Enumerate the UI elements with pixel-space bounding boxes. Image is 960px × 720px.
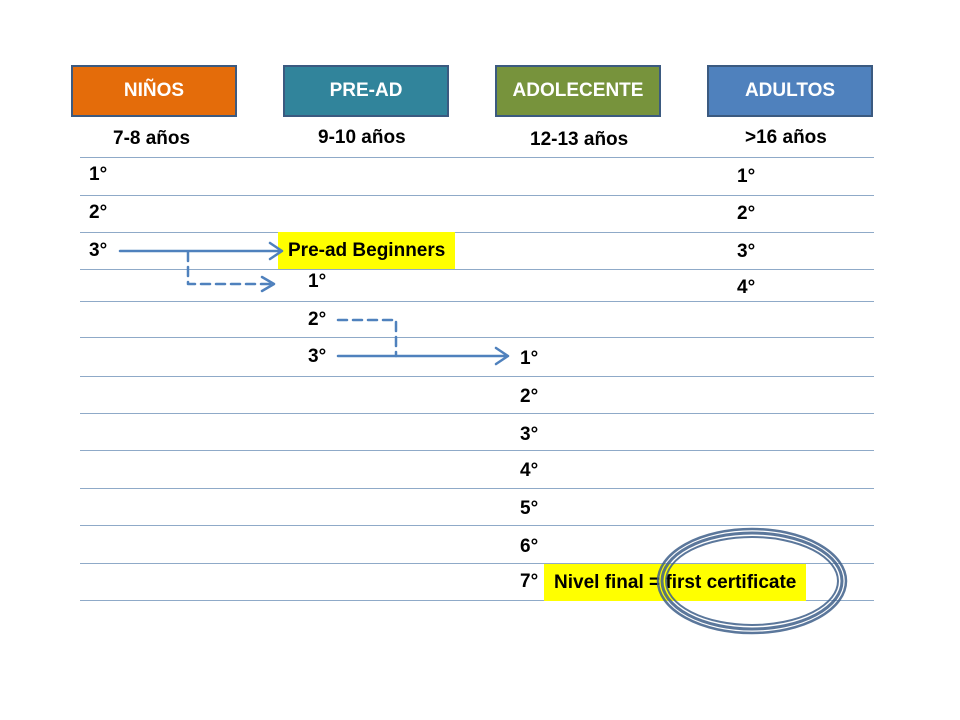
age-adultos: >16 años <box>745 127 827 148</box>
adolecente-level-4: 4° <box>520 460 539 481</box>
ninos-level-1: 1° <box>89 164 108 185</box>
row-divider <box>80 269 874 270</box>
arrow-ninos-to-beginners <box>118 241 284 261</box>
row-divider <box>80 563 874 564</box>
ninos-level-3: 3° <box>89 240 108 261</box>
age-ninos: 7-8 años <box>113 128 191 149</box>
row-divider <box>80 232 874 233</box>
pread-beginners-note: Pre-ad Beginners <box>278 232 456 269</box>
row-divider <box>80 376 874 377</box>
age-adolecente: 12-13 años <box>530 129 629 150</box>
adolecente-level-3: 3° <box>520 424 539 445</box>
pread-level-3: 3° <box>308 346 327 367</box>
row-divider <box>80 157 874 158</box>
highlight-ellipse <box>656 527 848 635</box>
row-divider <box>80 450 874 451</box>
row-divider <box>80 337 874 338</box>
row-divider <box>80 525 874 526</box>
adultos-level-2: 2° <box>737 203 756 224</box>
age-pread: 9-10 años <box>318 127 406 148</box>
header-ninos: NIÑOS <box>71 65 237 117</box>
row-divider <box>80 195 874 196</box>
adolecente-level-6: 6° <box>520 536 539 557</box>
adultos-level-1: 1° <box>737 166 756 187</box>
dashed-arrow-head <box>260 275 276 293</box>
adolecente-level-2: 2° <box>520 386 539 407</box>
adolecente-level-5: 5° <box>520 498 539 519</box>
dashed-arrow-ninos-to-pread-1 <box>186 250 275 286</box>
header-adolecente: ADOLECENTE <box>495 65 661 117</box>
ninos-level-2: 2° <box>89 202 108 223</box>
row-divider <box>80 301 874 302</box>
final-level-note: Nivel final = first certificate <box>544 564 807 601</box>
adolecente-level-7: 7° <box>520 571 539 592</box>
row-divider <box>80 488 874 489</box>
adultos-level-3: 3° <box>737 241 756 262</box>
header-pread: PRE-AD <box>283 65 449 117</box>
adolecente-level-1: 1° <box>520 348 539 369</box>
header-adultos: ADULTOS <box>707 65 873 117</box>
row-divider <box>80 600 874 601</box>
pread-level-1: 1° <box>308 271 327 292</box>
row-divider <box>80 413 874 414</box>
dashed-connector-pread-2 <box>336 318 398 358</box>
arrow-pread-to-adolecente <box>336 346 510 366</box>
pread-level-2: 2° <box>308 309 327 330</box>
adultos-level-4: 4° <box>737 277 756 298</box>
